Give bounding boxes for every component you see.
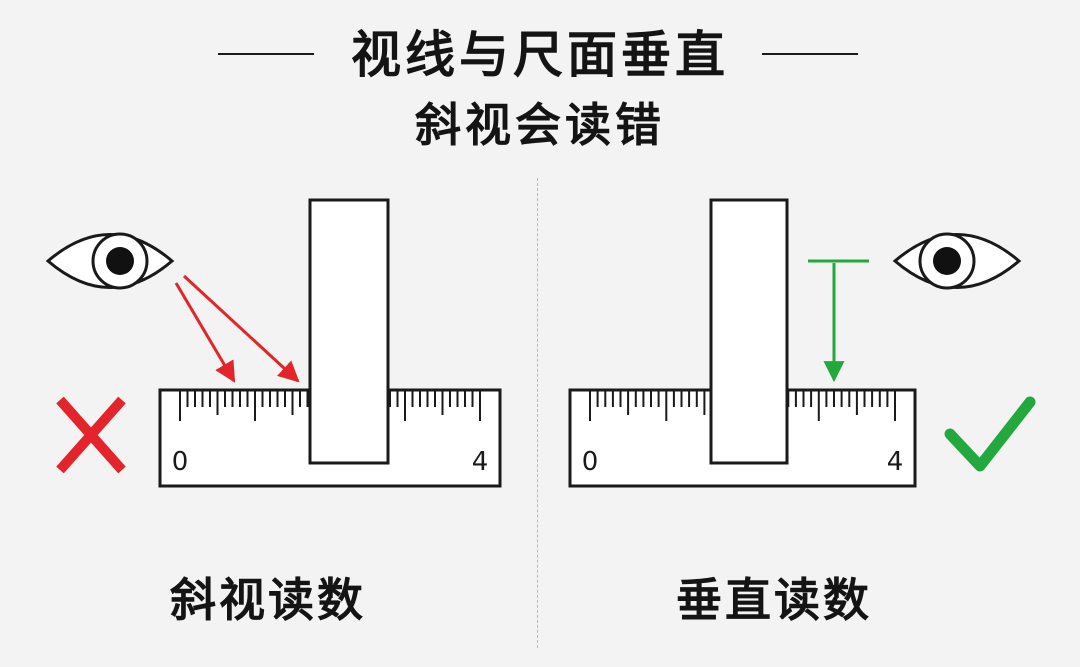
left-panel: 0 4 (45, 198, 502, 488)
right-panel: 0 4 (568, 198, 1036, 488)
measured-block (709, 198, 789, 465)
check-icon (944, 396, 1036, 472)
oblique-sight-arrow-1 (174, 282, 236, 383)
title-line-2: 斜视会读错 (415, 98, 665, 152)
ruler-label-zero: 0 (172, 447, 189, 477)
title-line-1: 视线与尺面垂直 (351, 26, 729, 84)
ruler-label-four: 4 (887, 447, 904, 477)
title-dash-left (218, 53, 314, 55)
oblique-sight-arrow-2 (182, 274, 300, 383)
cross-icon (56, 396, 126, 474)
measured-block (308, 198, 390, 465)
panel-divider (537, 178, 538, 648)
eye-icon (45, 232, 175, 290)
caption-oblique: 斜视读数 (170, 573, 366, 627)
caption-vertical: 垂直读数 (676, 573, 872, 627)
ruler-label-four: 4 (472, 447, 489, 477)
title-dash-right (762, 53, 858, 55)
ruler-label-zero: 0 (582, 447, 599, 477)
eye-icon (892, 232, 1022, 290)
